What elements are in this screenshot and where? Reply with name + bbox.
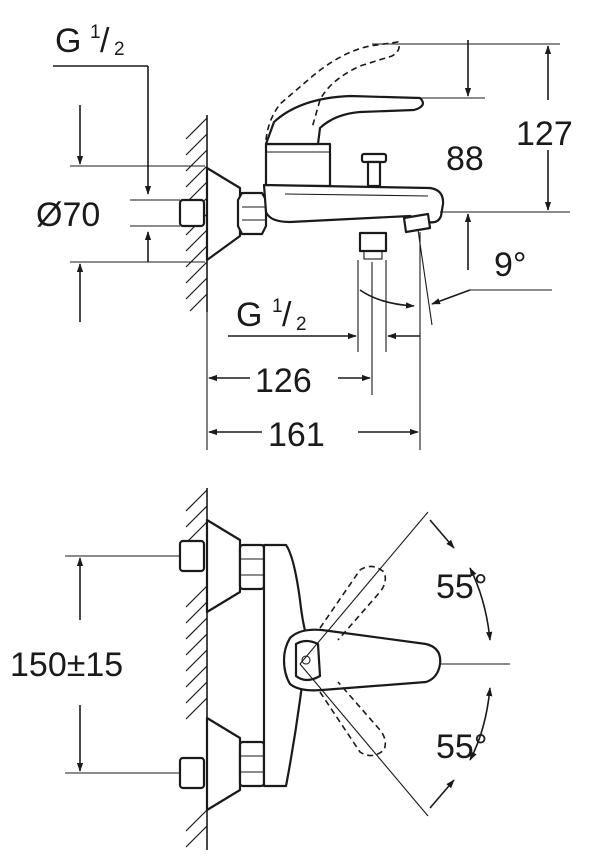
thread-inlet-num: 1 <box>90 22 101 43</box>
thread-inlet-slash: / <box>100 22 110 60</box>
spacing-annotation: 150±15 <box>10 555 180 774</box>
thread-outlet-den: 2 <box>296 314 307 335</box>
angle-annotation: 9° <box>359 229 552 450</box>
angle-upper-label: 55° <box>436 568 487 606</box>
thread-outlet-num: 1 <box>272 296 283 317</box>
thread-inlet-annotation: G 1 / 2 <box>53 22 152 262</box>
top-view: 150±15 55° 55° <box>10 488 510 850</box>
depth-161-label: 161 <box>268 416 325 454</box>
mixer-side <box>178 41 445 262</box>
depth-annotations: 126 161 <box>206 312 419 454</box>
thread-inlet-base: G <box>55 22 81 60</box>
height-127-label: 127 <box>516 115 573 153</box>
angle-lower-label: 55° <box>436 728 487 766</box>
mixer-top <box>262 543 442 788</box>
swing-angle-annotations: 55° 55° <box>299 511 510 817</box>
thread-outlet-base: G <box>236 296 262 334</box>
upper-connection <box>178 518 266 614</box>
diameter-label: Ø70 <box>36 196 100 234</box>
lower-connection <box>178 716 266 812</box>
thread-inlet-den: 2 <box>114 39 125 60</box>
thread-outlet-annotation: G 1 / 2 <box>228 260 420 395</box>
thread-outlet-slash: / <box>282 296 292 334</box>
spacing-label: 150±15 <box>10 646 123 684</box>
height-88-label: 88 <box>446 140 484 178</box>
angle-label: 9° <box>494 246 527 284</box>
side-view: G 1 / 2 Ø70 88 127 <box>36 22 573 454</box>
diameter-annotation: Ø70 <box>36 105 205 322</box>
height-annotations: 88 127 <box>372 40 573 270</box>
depth-126-label: 126 <box>255 362 312 400</box>
